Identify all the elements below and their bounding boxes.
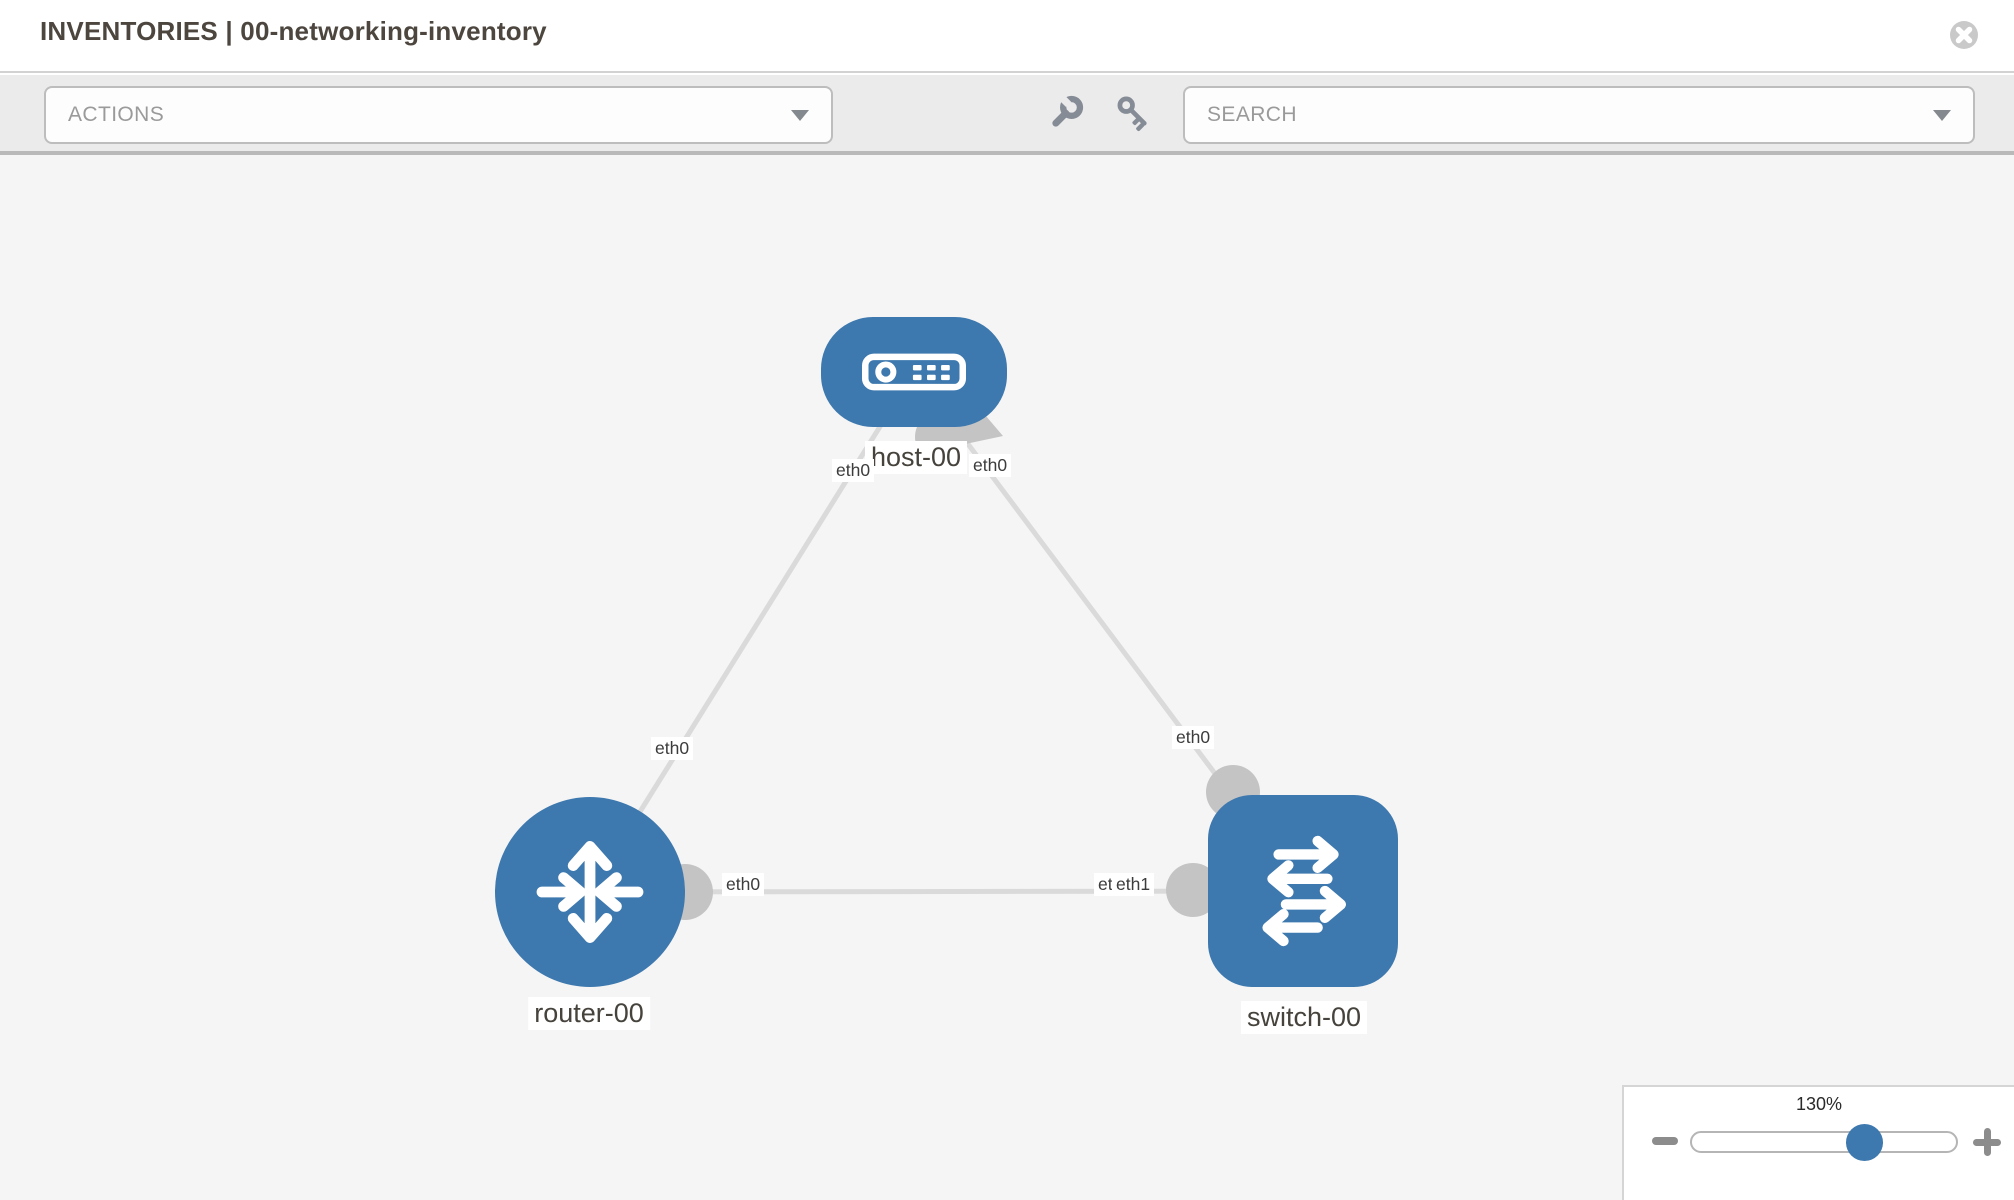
node-label-switch-00: switch-00 — [1240, 1001, 1368, 1034]
router-icon — [536, 841, 644, 943]
interface-label: eth0 — [969, 454, 1012, 477]
host-icon — [862, 353, 966, 391]
interface-label: eth0 — [1172, 726, 1215, 749]
interface-label: eth0 — [651, 737, 694, 760]
interface-label: eth0 — [722, 873, 765, 896]
link-host-00-router-00[interactable] — [587, 370, 917, 894]
topology-canvas[interactable] — [0, 155, 2014, 1200]
caret-down-icon — [791, 110, 809, 121]
node-label-router-00: router-00 — [528, 997, 650, 1030]
wrench-icon — [1052, 95, 1084, 127]
zoom-panel: 130% — [1622, 1085, 2014, 1200]
search-placeholder: SEARCH — [1207, 103, 1297, 126]
configure-button[interactable] — [1044, 92, 1088, 136]
zoom-slider-track[interactable] — [1690, 1131, 1958, 1153]
node-router-00[interactable] — [495, 797, 685, 987]
actions-dropdown[interactable]: ACTIONS — [44, 86, 833, 144]
search-dropdown[interactable]: SEARCH — [1183, 86, 1975, 144]
caret-down-icon — [1933, 110, 1951, 121]
actions-dropdown-label: ACTIONS — [68, 103, 165, 126]
connectors-group — [657, 411, 1260, 920]
zoom-slider-thumb[interactable] — [1846, 1124, 1883, 1161]
interface-connector — [1166, 863, 1220, 917]
link-arrowhead-icon — [956, 402, 1003, 446]
zoom-level: 130% — [1795, 1094, 1843, 1114]
node-label-host-00: host-00 — [864, 441, 968, 474]
switch-icon — [1262, 835, 1347, 947]
node-host-00[interactable] — [821, 317, 1007, 427]
zoom-in-button[interactable] — [1973, 1128, 2001, 1156]
close-button[interactable] — [1946, 18, 1982, 54]
page-title: INVENTORIES | 00-networking-inventory — [40, 16, 547, 46]
title-bar: INVENTORIES | 00-networking-inventory — [0, 0, 2014, 73]
toolbar: ACTIONS SEARCH — [0, 75, 2014, 155]
key-icon — [1117, 96, 1147, 132]
interface-label: eth0 — [832, 459, 875, 482]
circle-x-icon — [1950, 20, 1978, 49]
credentials-button[interactable] — [1112, 92, 1156, 136]
interface-label: eth1 — [1112, 873, 1155, 896]
node-switch-00[interactable] — [1208, 795, 1398, 987]
zoom-out-button[interactable] — [1652, 1137, 1678, 1145]
plus-icon — [1983, 1128, 1991, 1156]
